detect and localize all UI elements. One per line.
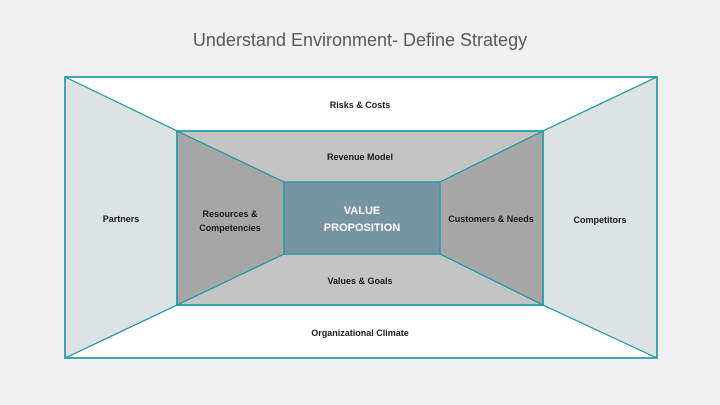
value-proposition-box [283, 181, 441, 255]
competencies-line: Competencies [199, 223, 261, 233]
revenue-model-label: Revenue Model [326, 152, 393, 162]
proposition-line: PROPOSITION [323, 222, 401, 234]
slide-title: Understand Environment- Define Strategy [192, 30, 528, 50]
outer-frame-border [64, 76, 658, 359]
values-goals-label: Values & Goals [327, 276, 393, 286]
middle-frame-border [176, 130, 544, 306]
competitors-label: Competitors [573, 215, 627, 225]
resources-competencies-label: Resources & Competencies [180, 207, 280, 235]
risks-costs-label: Risks & Costs [329, 100, 391, 110]
value-proposition-label: VALUE PROPOSITION [284, 203, 440, 237]
partners-label: Partners [102, 214, 140, 224]
organizational-climate-label: Organizational Climate [311, 328, 409, 338]
value-line: VALUE [343, 205, 381, 217]
customers-needs-label: Customers & Needs [448, 214, 534, 224]
resources-line: Resources & [202, 209, 258, 219]
